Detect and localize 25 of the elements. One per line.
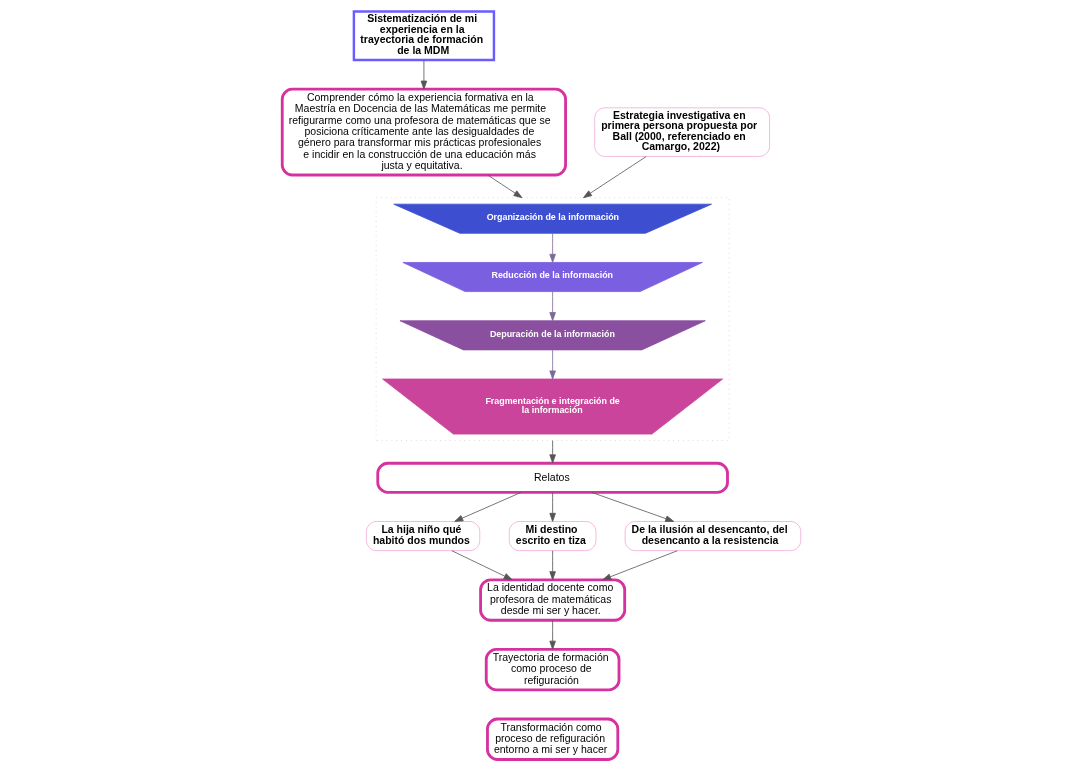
node-box: Sistematización de mi experiencia en la trayectoria de formación de la MDM [352,10,496,62]
node-box: Estrategia investigativa en primera persona propuesta por Ball (2000, referenciado en Camargo, 2022) [594,107,770,157]
arrow [454,492,522,522]
arrow [549,440,556,464]
node-box: De la ilusión al desencanto, del desencanto a la resistencia [624,521,802,552]
arrow [549,349,556,380]
arrow [549,492,556,522]
arrow [487,174,523,199]
node-box: Transformación como proceso de refiguración entorno a mi ser y hacer [486,717,620,761]
node-box: Comprender cómo la experiencia formativa en la Maestría en Docencia de las Matemáticas me permite refigurarme como una profesora de matemáticas que se posiciona críticamente ante las desigualdades de género para transformar mis prácticas profesionales e incidir en la construcción de una educación más justa y equitativa. [280,87,567,177]
arrow [549,291,556,322]
arrow [602,550,678,581]
node-box: Mi destino escrito en tiza [508,521,597,552]
arrow [549,550,556,581]
arrow [591,492,675,522]
arrow [549,233,556,263]
arrow [549,620,556,650]
node-box: Relatos [376,461,729,494]
arrow [451,550,513,581]
node-box: Trayectoria de formación como proceso de refiguración [484,648,621,692]
arrow [420,59,428,90]
cluster [375,197,730,441]
node-box: La identidad docente como profesora de matemáticas desde mi ser y hacer. [479,578,627,622]
node-box: La hija niño qué habitó dos mundos [366,521,481,552]
arrow [583,156,647,199]
